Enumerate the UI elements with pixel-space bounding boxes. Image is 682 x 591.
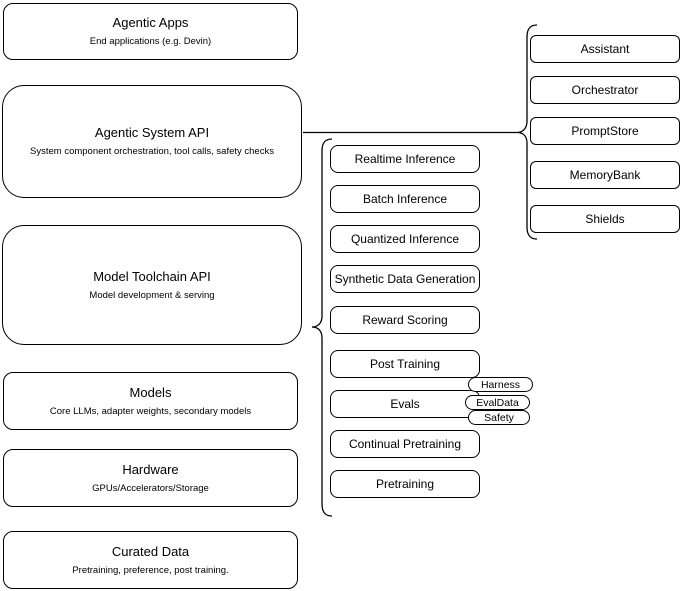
toolchain-item-reward-scoring: Reward Scoring xyxy=(330,306,480,334)
component-promptstore: PromptStore xyxy=(530,117,680,145)
evals-tag-label: Harness xyxy=(480,378,521,391)
evals-tag-evaldata: EvalData xyxy=(465,395,530,410)
evals-tag-label: EvalData xyxy=(476,396,519,409)
component-label: Assistant xyxy=(580,42,630,56)
component-shields: Shields xyxy=(530,205,680,233)
layer-title: Curated Data xyxy=(111,543,190,559)
component-assistant: Assistant xyxy=(530,35,680,63)
layer-subtitle: Pretraining, preference, post training. xyxy=(72,564,229,576)
components-brace xyxy=(516,24,538,240)
layer-subtitle: Model development & serving xyxy=(89,289,215,301)
layer-agentic-system-api: Agentic System API System component orch… xyxy=(2,85,302,198)
toolchain-item-label: Evals xyxy=(390,397,420,411)
component-orchestrator: Orchestrator xyxy=(530,76,680,104)
component-label: MemoryBank xyxy=(569,168,641,182)
toolchain-item-realtime-inference: Realtime Inference xyxy=(330,145,480,173)
layer-models: Models Core LLMs, adapter weights, secon… xyxy=(3,372,298,430)
toolchain-item-label: Pretraining xyxy=(375,477,435,491)
layer-title: Hardware xyxy=(122,461,179,477)
toolchain-item-synthetic-data-generation: Synthetic Data Generation xyxy=(330,265,480,293)
layer-title: Model Toolchain API xyxy=(93,268,211,284)
layer-agentic-apps: Agentic Apps End applications (e.g. Devi… xyxy=(3,3,298,60)
evals-tag-safety: Safety xyxy=(468,410,530,425)
toolchain-item-label: Realtime Inference xyxy=(354,152,456,166)
component-label: PromptStore xyxy=(571,124,639,138)
toolchain-item-batch-inference: Batch Inference xyxy=(330,185,480,213)
layer-model-toolchain-api: Model Toolchain API Model development & … xyxy=(2,225,302,345)
layer-subtitle: End applications (e.g. Devin) xyxy=(89,36,212,47)
toolchain-item-post-training: Post Training xyxy=(330,350,480,378)
toolchain-item-continual-pretraining: Continual Pretraining xyxy=(330,430,480,458)
component-label: Shields xyxy=(585,212,625,226)
layer-curated-data: Curated Data Pretraining, preference, po… xyxy=(3,531,298,589)
toolchain-item-label: Reward Scoring xyxy=(362,313,448,327)
toolchain-item-evals: Evals xyxy=(330,390,480,418)
toolchain-item-label: Continual Pretraining xyxy=(348,437,462,451)
layer-subtitle: System component orchestration, tool cal… xyxy=(30,146,274,157)
toolchain-brace xyxy=(311,138,333,517)
layer-title: Agentic Apps xyxy=(112,15,189,30)
toolchain-item-label: Post Training xyxy=(369,357,441,371)
toolchain-item-label: Synthetic Data Generation xyxy=(334,272,476,286)
layer-subtitle: GPUs/Accelerators/Storage xyxy=(92,482,209,494)
evals-tag-label: Safety xyxy=(484,411,514,424)
layer-title: Agentic System API xyxy=(94,125,210,140)
component-label: Orchestrator xyxy=(571,83,639,97)
layer-title: Models xyxy=(129,384,172,400)
layer-subtitle: Core LLMs, adapter weights, secondary mo… xyxy=(49,405,252,417)
toolchain-item-label: Quantized Inference xyxy=(350,232,460,246)
toolchain-item-pretraining: Pretraining xyxy=(330,470,480,498)
toolchain-item-quantized-inference: Quantized Inference xyxy=(330,225,480,253)
layer-hardware: Hardware GPUs/Accelerators/Storage xyxy=(3,449,298,507)
toolchain-item-label: Batch Inference xyxy=(362,192,448,206)
component-memorybank: MemoryBank xyxy=(530,161,680,189)
evals-tag-harness: Harness xyxy=(468,377,533,392)
